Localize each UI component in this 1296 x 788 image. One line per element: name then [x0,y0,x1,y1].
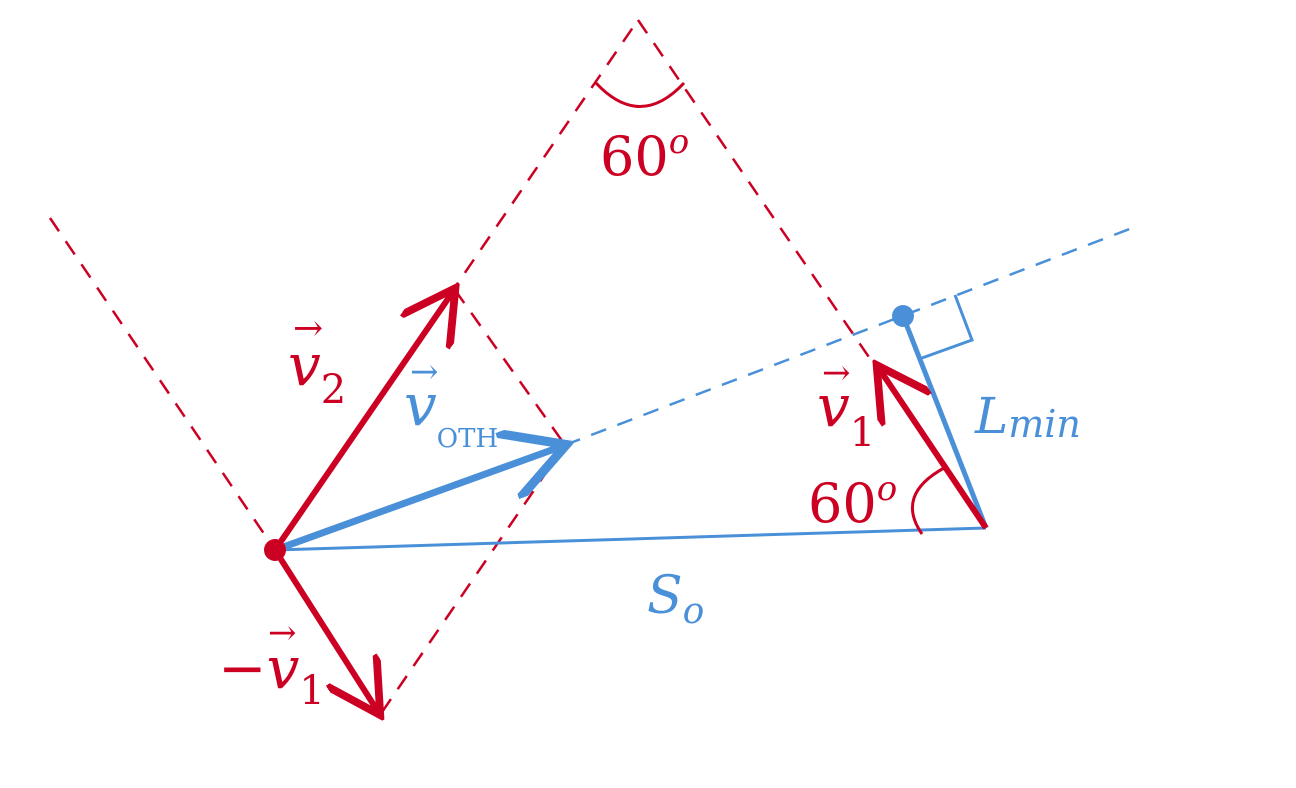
l-min-label: Lmin [974,387,1081,446]
dashed-parallelogram-right [453,289,567,446]
s-o-label: So [647,566,704,632]
dashed-parallelogram-bottom [378,444,567,716]
v2-vector [272,293,452,552]
closest-point-dot [892,305,914,327]
v1-vector [880,370,989,530]
angle-label-top: 60o [600,122,689,188]
minus-v1-label: −v1 [218,634,325,714]
v2-label: v2 [288,331,346,413]
minus-v1-arrow-accent: → [268,613,297,653]
dashed-left-extension [48,217,277,551]
l-min-line [900,315,989,529]
v-oth-vector [273,447,560,554]
blue-dashed-oth-extension [564,223,1141,447]
v-oth-arrow-accent: → [410,352,439,392]
v1-arrow-accent: → [822,353,851,393]
v-oth-label: vOTH [404,371,498,454]
right-angle-marker [921,294,974,360]
right-angle-arc [911,466,945,535]
v2-arrow-accent: → [293,308,323,349]
angle-label-right: 60o [808,469,897,535]
origin-dot [264,539,286,561]
v1-label: v1 [817,372,875,456]
s-o-line [274,526,987,552]
minus-v1-vector [272,548,377,710]
top-angle-arc [594,81,686,108]
